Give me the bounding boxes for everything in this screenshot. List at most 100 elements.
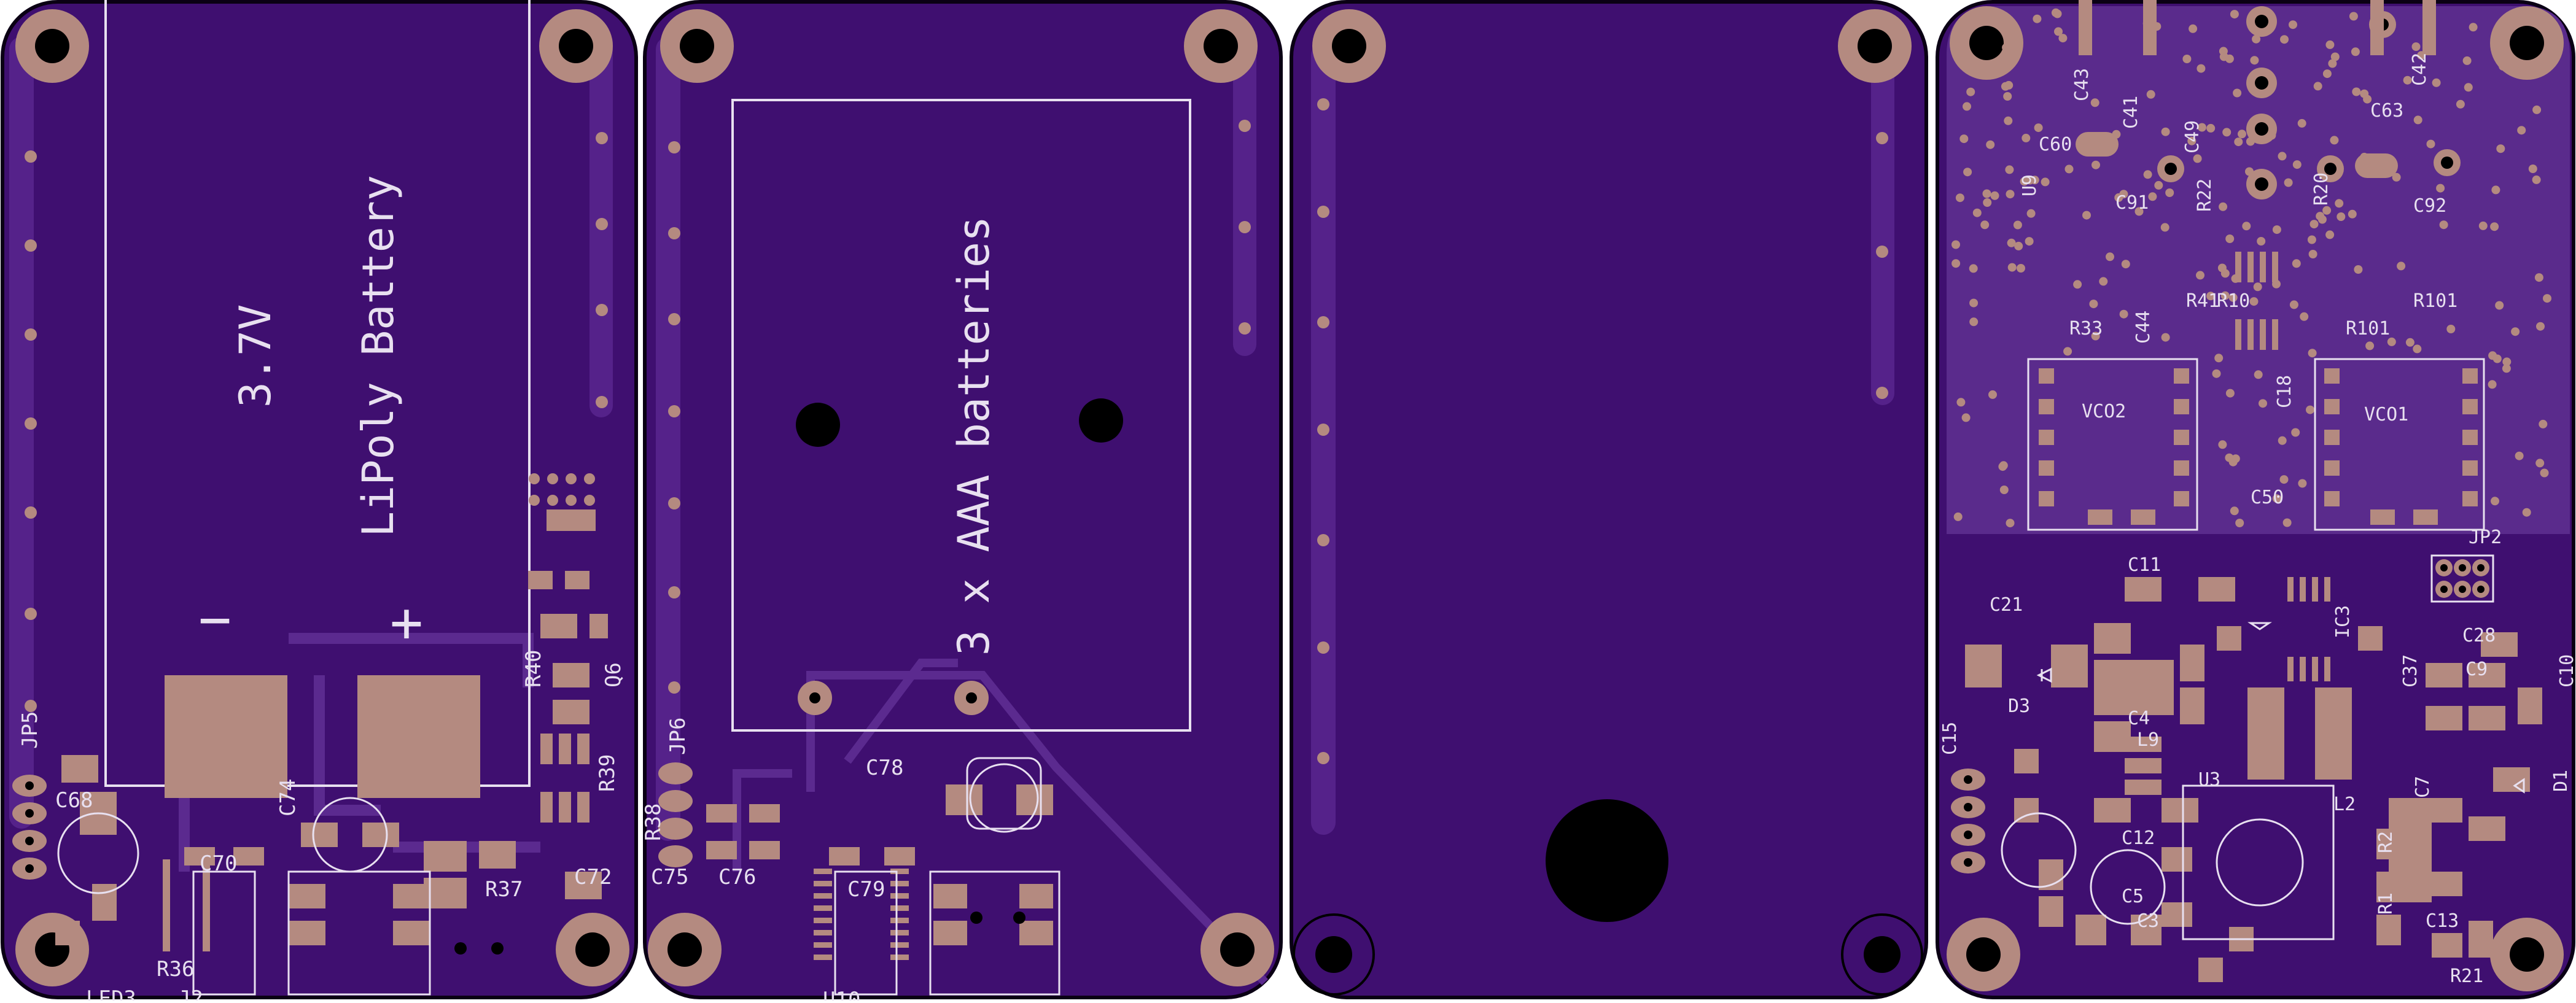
via [2225, 234, 2235, 243]
via [2119, 309, 2128, 319]
via [2041, 177, 2050, 187]
via [2432, 78, 2441, 87]
via [1960, 20, 1969, 29]
via [2307, 235, 2316, 244]
via [2053, 9, 2062, 18]
via [2328, 59, 2337, 68]
label-r37: R37 [485, 877, 523, 902]
via [2222, 128, 2232, 137]
via [2165, 188, 2174, 197]
via [2182, 55, 2192, 63]
via [2225, 453, 2234, 462]
via [2534, 273, 2543, 282]
label-r40: R40 [521, 650, 546, 687]
aaa-battery-label: 3 x AAA batteries [949, 216, 999, 656]
label-r1: R1 [2375, 893, 2397, 915]
via [2030, 176, 2039, 185]
via [1963, 102, 1971, 111]
via [2335, 199, 2344, 208]
via [2161, 127, 2170, 136]
via [2253, 282, 2262, 292]
label-c63: C63 [2370, 100, 2403, 122]
via [1969, 317, 1979, 327]
label-r101b: R101 [2413, 290, 2457, 312]
via [2490, 222, 2499, 231]
minus-label: − [198, 587, 232, 652]
label-d3: D3 [2008, 695, 2030, 717]
via [1982, 189, 1991, 198]
via [2300, 312, 2309, 321]
label-c76: C76 [718, 865, 756, 889]
via [2322, 206, 2332, 215]
via [2025, 237, 2034, 246]
via [2089, 300, 2098, 309]
via [2272, 494, 2281, 503]
via [2469, 23, 2478, 32]
label-c37: C37 [2400, 654, 2421, 687]
label-l2: L2 [2333, 794, 2356, 815]
via [2439, 220, 2448, 230]
via [2515, 451, 2524, 460]
via [2313, 82, 2322, 91]
label-led3: LED3 [86, 986, 136, 1001]
label-u10: U10 [823, 988, 860, 1001]
via [2002, 43, 2011, 52]
via [2365, 341, 2375, 350]
via [2034, 123, 2043, 133]
via [2119, 190, 2128, 199]
via [2058, 34, 2068, 43]
label-c60: C60 [2039, 134, 2072, 155]
via [2279, 475, 2289, 484]
label-r22: R22 [2194, 179, 2216, 212]
via [2003, 92, 2012, 101]
via [1969, 298, 1979, 308]
via [2134, 207, 2144, 216]
label-c68: C68 [55, 788, 93, 813]
via [2257, 237, 2266, 246]
via [1969, 264, 1978, 273]
via [2252, 34, 2261, 44]
via [2001, 18, 2010, 28]
plus-label: + [390, 591, 423, 655]
label-c13: C13 [2426, 910, 2459, 932]
via [2289, 20, 2297, 29]
via [2225, 389, 2235, 398]
battery-pad-negative [165, 675, 287, 798]
via [2316, 212, 2325, 221]
via [1986, 140, 1995, 149]
via [2005, 165, 2014, 174]
label-c43: C43 [2071, 68, 2093, 101]
via [2212, 369, 2221, 378]
via [2325, 230, 2335, 239]
via [2337, 212, 2346, 221]
via [1980, 220, 1990, 230]
label-c74: C74 [276, 779, 300, 816]
label-c12: C12 [2122, 827, 2155, 849]
via [2363, 95, 2372, 104]
via [2187, 136, 2197, 145]
via [2254, 370, 2263, 379]
via [2298, 479, 2307, 488]
via [2092, 160, 2100, 169]
via [2502, 364, 2511, 373]
via [2218, 440, 2227, 449]
via [1999, 486, 2009, 494]
via [2189, 24, 2198, 33]
label-c9: C9 [2465, 659, 2488, 680]
via [2540, 468, 2549, 478]
via [2306, 405, 2314, 414]
via [2154, 180, 2163, 190]
via [1983, 198, 1992, 207]
label-jp6: JP6 [666, 718, 690, 755]
label-jp2: JP2 [2469, 527, 2502, 548]
label-vco2: VCO2 [2082, 401, 2126, 422]
via [2006, 519, 2015, 528]
via [2289, 300, 2298, 309]
via [2405, 338, 2415, 347]
via [2403, 76, 2412, 85]
label-r39: R39 [595, 754, 620, 792]
label-u9: U9 [2019, 174, 2041, 196]
battery-holder-outline [731, 99, 1191, 732]
via [1959, 134, 1969, 144]
